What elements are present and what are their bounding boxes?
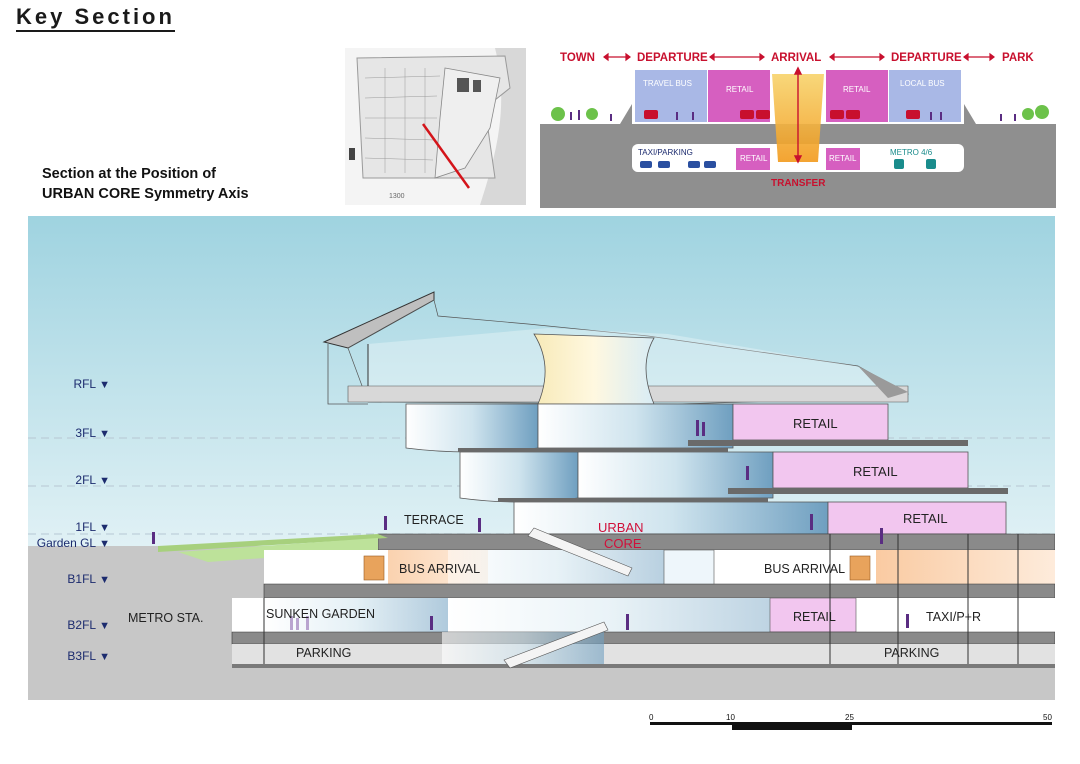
- local-bus-zone: [889, 70, 961, 122]
- b3-parking: [232, 644, 1055, 664]
- circulation-diagram: TOWN DEPARTURE ARRIVAL DEPARTURE PARK TR…: [540, 44, 1056, 208]
- sunken-garden-volume: [264, 598, 448, 632]
- zone-retail-4: RETAIL: [829, 154, 857, 163]
- bus-icon-left: [363, 555, 385, 581]
- key-plan-thumbnail: 1300: [345, 48, 526, 205]
- retail-3fl-box: [732, 403, 889, 441]
- keyplan-label: 1300: [389, 193, 405, 200]
- level-b3fl: B3FL▼: [67, 649, 110, 663]
- zone-taxi-parking: TAXI/PARKING: [638, 148, 693, 157]
- caption-line-1: Section at the Position of: [42, 166, 217, 182]
- section-cut-line: [421, 123, 471, 189]
- axis-departure-left: DEPARTURE: [637, 52, 708, 64]
- label-bus-arrival-right: BUS ARRIVAL: [764, 562, 845, 576]
- axis-arrival: ARRIVAL: [771, 52, 821, 64]
- page-title: Key Section: [16, 4, 175, 32]
- zone-local-bus: LOCAL BUS: [900, 79, 945, 88]
- axis-park: PARK: [1002, 52, 1034, 64]
- retail-zone-lower-left: [736, 148, 770, 170]
- label-retail-3fl: RETAIL: [793, 416, 838, 431]
- label-retail-1fl: RETAIL: [903, 511, 948, 526]
- scale-tick-0: 0: [649, 713, 654, 722]
- label-urban-core-1: URBAN: [598, 520, 644, 535]
- scale-tick-50: 50: [1043, 713, 1052, 722]
- zone-retail-2: RETAIL: [843, 85, 871, 94]
- level-1fl: 1FL▼: [75, 520, 110, 534]
- escalator-lower: [503, 621, 609, 669]
- escalator-upper: [527, 527, 633, 577]
- scale-tick-10: 10: [726, 713, 735, 722]
- label-retail-b2: RETAIL: [793, 610, 836, 624]
- scale-tick-25: 25: [845, 713, 854, 722]
- caption-line-2: URBAN CORE Symmetry Axis: [42, 186, 249, 202]
- zone-retail-1: RETAIL: [726, 85, 754, 94]
- label-urban-core-2: CORE: [604, 536, 642, 551]
- zone-travel-bus: TRAVEL BUS: [643, 79, 692, 88]
- level-2fl: 2FL▼: [75, 473, 110, 487]
- label-metro: METRO STA.: [128, 611, 203, 625]
- section-caption: Section at the Position of URBAN CORE Sy…: [42, 164, 249, 204]
- retail-zone-lower-right: [826, 148, 860, 170]
- urban-core-skylight: [533, 333, 655, 405]
- retail-b2-box: [769, 597, 857, 633]
- b2-slab: [231, 631, 1055, 645]
- garden-slope: [158, 534, 388, 552]
- axis-departure-right: DEPARTURE: [891, 52, 962, 64]
- volume-3fl-left: [405, 403, 539, 453]
- label-parking-right: PARKING: [884, 646, 939, 660]
- building-section: RETAIL RETAIL RETAIL TERRACE URBAN CORE …: [28, 216, 1055, 700]
- label-sunken-garden: SUNKEN GARDEN: [266, 607, 375, 621]
- label-taxi: TAXI/P+R: [926, 610, 981, 624]
- transfer-label: TRANSFER: [771, 178, 826, 189]
- scale-bar: 0 10 25 50: [649, 713, 1052, 730]
- level-b2fl: B2FL▼: [67, 618, 110, 632]
- level-b1fl: B1FL▼: [67, 572, 110, 586]
- label-retail-2fl: RETAIL: [853, 464, 898, 479]
- volume-3fl-core: [537, 403, 734, 449]
- label-terrace: TERRACE: [404, 513, 464, 527]
- volume-1fl-core: [513, 501, 829, 535]
- zone-metro: METRO 4/6: [890, 148, 933, 157]
- axis-town: TOWN: [560, 52, 595, 64]
- volume-2fl-left: [459, 451, 579, 503]
- ground-floor-slab: [377, 533, 1055, 551]
- zone-retail-3: RETAIL: [740, 154, 768, 163]
- retail-2fl-box: [772, 451, 969, 489]
- label-bus-arrival-left: BUS ARRIVAL: [399, 562, 480, 576]
- level-rfl: RFL▼: [73, 377, 110, 391]
- label-parking-left: PARKING: [296, 646, 351, 660]
- level-garden-gl: Garden GL▼: [36, 536, 110, 550]
- bus-icon-right: [849, 555, 871, 581]
- level-3fl: 3FL▼: [75, 426, 110, 440]
- b1-slab: [263, 583, 1055, 599]
